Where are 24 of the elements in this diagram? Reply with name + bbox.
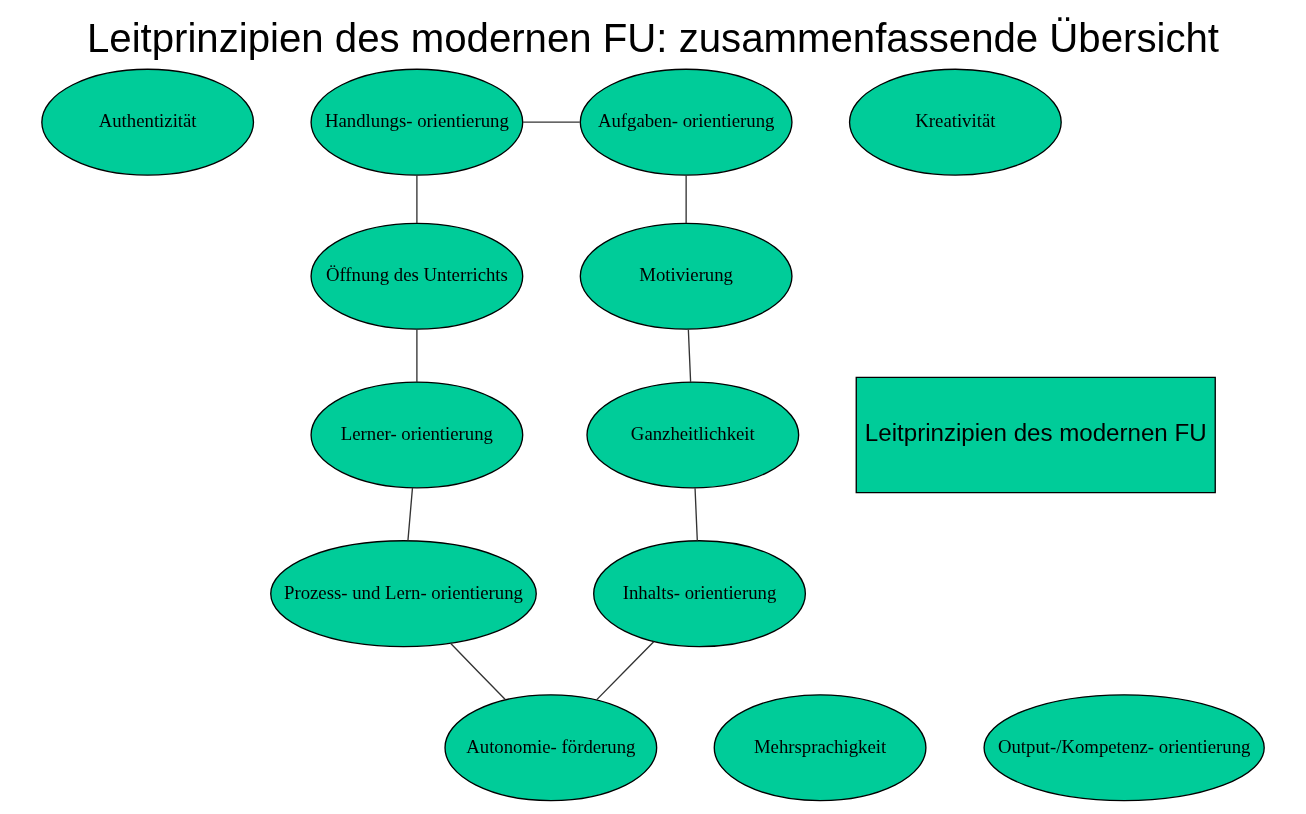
node-ellipse: Authentizität bbox=[41, 68, 255, 176]
connector bbox=[407, 486, 414, 541]
node-ellipse: Autonomie- förderung bbox=[444, 693, 658, 801]
connector bbox=[449, 642, 506, 700]
node-ellipse: Kreativität bbox=[848, 68, 1062, 176]
connector bbox=[685, 174, 687, 224]
connector bbox=[596, 640, 655, 700]
node-ellipse: Output-/Kompetenz- orientierung bbox=[983, 693, 1265, 801]
node-ellipse: Ganzheitlichkeit bbox=[586, 380, 800, 489]
node-box: Leitprinzipien des modernen FU bbox=[855, 376, 1216, 493]
node-ellipse: Prozess- und Lern- orientierung bbox=[270, 539, 537, 647]
node-ellipse: Inhalts- orientierung bbox=[593, 539, 806, 647]
node-ellipse: Öffnung des Unterrichts bbox=[310, 222, 524, 330]
connector bbox=[694, 487, 698, 541]
node-ellipse: Motivierung bbox=[579, 222, 793, 330]
node-ellipse: Aufgaben- orientierung bbox=[579, 68, 793, 176]
node-ellipse: Handlungs- orientierung bbox=[310, 68, 524, 176]
node-ellipse: Mehrsprachigkeit bbox=[713, 693, 927, 801]
diagram-title: Leitprinzipien des modernen FU: zusammenfassende Übersicht bbox=[86, 15, 1220, 61]
connector bbox=[416, 328, 418, 383]
connector bbox=[522, 121, 581, 123]
connector bbox=[687, 328, 692, 383]
connector bbox=[416, 174, 418, 224]
node-ellipse: Lerner- orientierung bbox=[310, 380, 524, 489]
